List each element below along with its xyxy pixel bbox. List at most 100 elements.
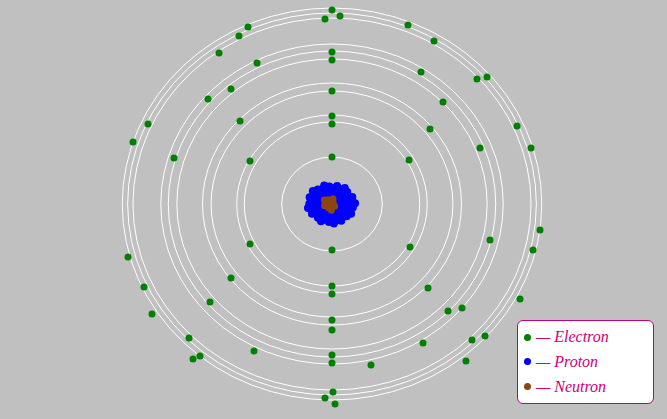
shell-ring (177, 59, 487, 349)
proton-dot (320, 182, 328, 190)
shell-ring (161, 44, 503, 364)
electron-dot (186, 335, 193, 342)
electron-dot (329, 291, 336, 298)
electron-dot (487, 237, 494, 244)
electron-dot (130, 139, 137, 146)
shell-ring (237, 115, 427, 293)
legend-row: — Neutron (524, 378, 647, 396)
electron-dot (329, 7, 336, 14)
nucleus (304, 182, 359, 228)
electron-dot (141, 284, 148, 291)
electron-dot (469, 337, 476, 344)
legend-row: — Electron (524, 328, 647, 346)
neutron-dot (328, 207, 335, 214)
electron-dot (149, 311, 156, 318)
legend-swatch (524, 358, 531, 365)
electron-dot (216, 50, 223, 57)
electron-dot (247, 241, 254, 248)
electron-dot (330, 389, 337, 396)
electron-dot (228, 86, 235, 93)
electron-dot (484, 74, 491, 81)
electron-dot (332, 401, 339, 408)
electron-dot (329, 352, 336, 359)
electron-dot (420, 340, 427, 347)
electron-dot (530, 247, 537, 254)
electron-dot (329, 49, 336, 56)
electron-dot (190, 356, 197, 363)
shell-ring (168, 51, 495, 357)
legend-swatch (524, 334, 531, 341)
electron-dot (329, 327, 336, 334)
proton-dot (330, 220, 338, 228)
shell-ring (244, 122, 419, 286)
legend-label: — Proton (536, 353, 598, 371)
electron-dot (207, 299, 214, 306)
electron-dot (254, 60, 261, 67)
electron-dot (125, 254, 132, 261)
electron-dot (237, 118, 244, 125)
electron-dot (329, 154, 336, 161)
electron-dot (427, 126, 434, 133)
shell-rings (122, 8, 541, 400)
electron-dot (247, 158, 254, 165)
electron-dot (329, 88, 336, 95)
electron-dot (322, 395, 329, 402)
electron-dot (322, 16, 329, 23)
electron-dot (418, 69, 425, 76)
shell-ring (211, 91, 453, 317)
legend-swatch (524, 383, 531, 390)
proton-dot (304, 204, 312, 212)
electron-dot (228, 275, 235, 282)
electron-dot (477, 145, 484, 152)
electron-dot (537, 227, 544, 234)
proton-dot (317, 217, 325, 225)
electron-dot (517, 296, 524, 303)
electron-dot (474, 76, 481, 83)
legend-label: — Electron (536, 328, 609, 346)
proton-dot (309, 187, 317, 195)
shell-ring (133, 18, 531, 390)
electron-dot (445, 308, 452, 315)
electron-dot (329, 247, 336, 254)
proton-dot (337, 217, 345, 225)
electron-dot (236, 33, 243, 40)
electron-dot (145, 121, 152, 128)
legend-label: — Neutron (536, 378, 606, 396)
electron-dot (205, 96, 212, 103)
neutron-dot (330, 195, 337, 202)
electron-dot (329, 283, 336, 290)
electron-dot (459, 305, 466, 312)
electron-dot (514, 123, 521, 130)
electron-dot (329, 121, 336, 128)
electron-dot (368, 362, 375, 369)
electron-dot (329, 360, 336, 367)
electron-dot (329, 57, 336, 64)
neutron-dot (321, 197, 328, 204)
electron-dot (197, 353, 204, 360)
electron-dot (463, 358, 470, 365)
electron-dot (337, 13, 344, 20)
electron-dot (245, 24, 252, 31)
electron-dot (425, 285, 432, 292)
electron-dot (528, 145, 535, 152)
electrons (125, 7, 544, 408)
legend-row: — Proton (524, 353, 647, 371)
electron-dot (407, 244, 414, 251)
electron-dot (251, 348, 258, 355)
electron-dot (329, 317, 336, 324)
shell-ring (282, 157, 383, 251)
shell-ring (203, 83, 462, 325)
electron-dot (431, 38, 438, 45)
shell-ring (128, 13, 537, 395)
electron-dot (329, 113, 336, 120)
proton-dot (351, 199, 359, 207)
electron-dot (171, 155, 178, 162)
shell-ring (122, 8, 541, 400)
proton-dot (347, 210, 355, 218)
proton-dot (333, 182, 341, 190)
electron-dot (482, 333, 489, 340)
electron-dot (440, 99, 447, 106)
electron-dot (405, 22, 412, 29)
legend-box: — Electron — Proton — Neutron (517, 320, 654, 404)
proton-dot (341, 184, 349, 192)
